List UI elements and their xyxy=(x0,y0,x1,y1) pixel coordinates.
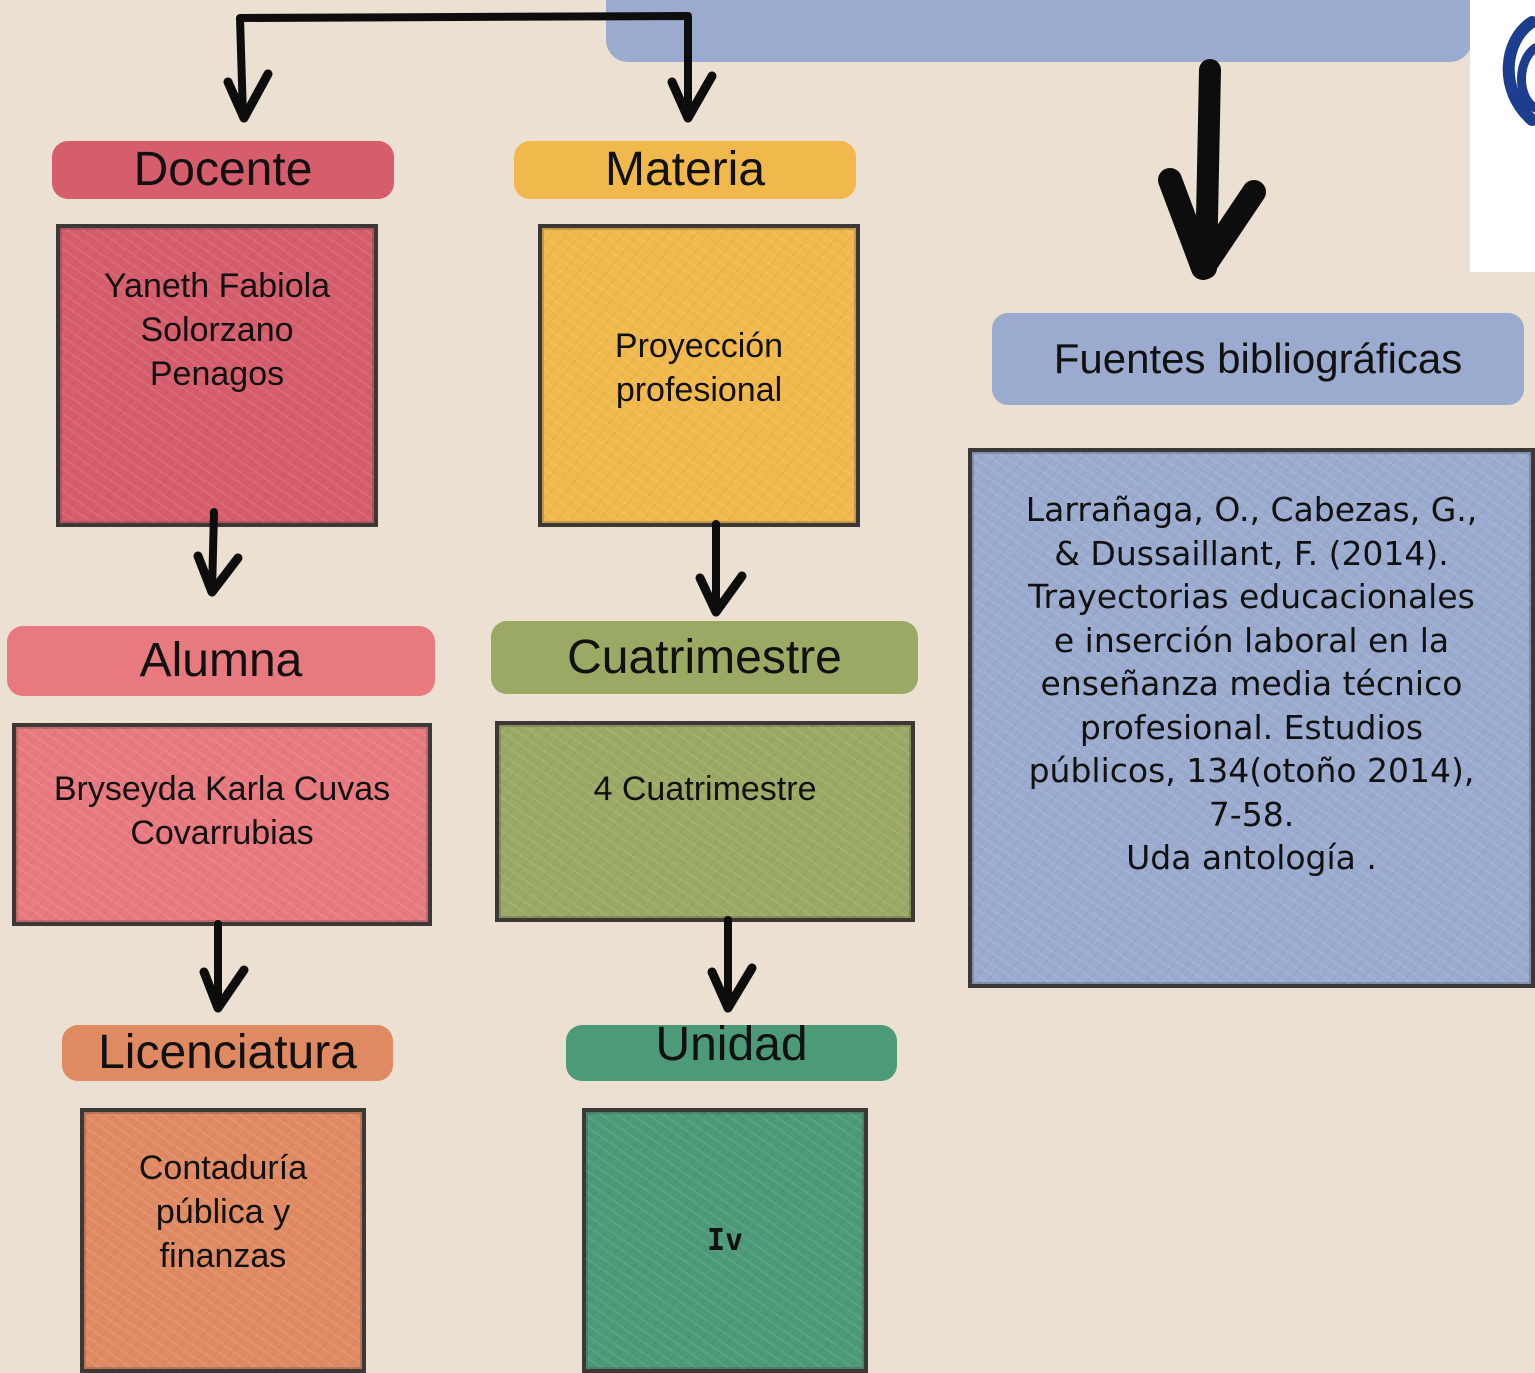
materia-label-text: Materia xyxy=(604,143,766,196)
university-logo-icon xyxy=(1502,16,1535,126)
docente-label: Docente xyxy=(52,141,394,199)
alumna-box: Bryseyda Karla Cuvas Covarrubias xyxy=(12,723,432,926)
logo-panel xyxy=(1470,0,1535,272)
docente-box: Yaneth Fabiola Solorzano Penagos xyxy=(56,224,378,527)
fuentes-box: Larrañaga, O., Cabezas, G., & Dussaillan… xyxy=(968,448,1535,988)
alumna-value: Bryseyda Karla Cuvas Covarrubias xyxy=(53,770,391,853)
cuatrimestre-box: 4 Cuatrimestre xyxy=(495,721,915,922)
cuatrimestre-value: 4 Cuatrimestre xyxy=(593,770,817,808)
cuatrimestre-label-text: Cuatrimestre xyxy=(567,630,842,684)
fuentes-reference: Larrañaga, O., Cabezas, G., & Dussaillan… xyxy=(1025,490,1478,834)
docente-label-text: Docente xyxy=(133,143,313,196)
hand-drawn-arrow-icon xyxy=(707,963,757,1013)
hand-drawn-arrow-icon xyxy=(193,551,243,597)
licenciatura-label: Licenciatura xyxy=(62,1025,393,1081)
hand-drawn-arrow-icon xyxy=(199,965,249,1013)
unidad-label: Unidad xyxy=(566,1021,897,1081)
docente-value: Yaneth Fabiola Solorzano Penagos xyxy=(103,267,331,394)
cuatrimestre-label: Cuatrimestre xyxy=(491,621,918,694)
licenciatura-label-text: Licenciatura xyxy=(98,1026,357,1079)
title-banner xyxy=(606,0,1472,62)
hand-drawn-arrow-icon xyxy=(695,571,747,617)
materia-label: Materia xyxy=(514,141,856,199)
alumna-label-text: Alumna xyxy=(139,634,303,687)
unidad-label-text: Unidad xyxy=(655,1018,808,1071)
unidad-box: Iv xyxy=(582,1108,868,1373)
fuentes-label: Fuentes bibliográficas xyxy=(992,313,1524,405)
fuentes-extra: Uda antología . xyxy=(1126,838,1377,878)
fuentes-label-text: Fuentes bibliográficas xyxy=(1053,335,1463,382)
materia-value: Proyección profesional xyxy=(614,327,784,410)
licenciatura-value: Contaduría pública y finanzas xyxy=(138,1149,308,1276)
hand-drawn-arrow-icon xyxy=(1195,59,1221,279)
hand-drawn-arrow-icon xyxy=(1158,168,1266,280)
hand-drawn-arrow-icon xyxy=(667,71,717,123)
materia-box: Proyección profesional xyxy=(538,224,860,527)
licenciatura-box: Contaduría pública y finanzas xyxy=(80,1108,366,1373)
hand-drawn-arrow-icon xyxy=(223,69,273,123)
alumna-label: Alumna xyxy=(7,626,435,696)
unidad-value: Iv xyxy=(706,1223,744,1258)
